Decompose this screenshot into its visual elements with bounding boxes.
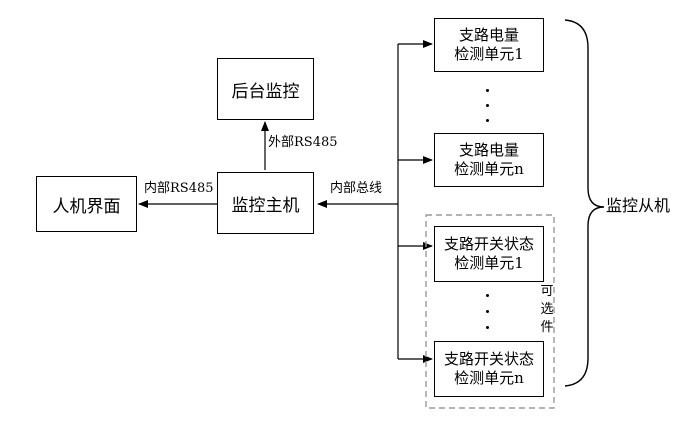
ellipsis-dot: [486, 89, 489, 92]
internal-bus-label: 内部总线: [330, 181, 383, 196]
external-rs485-label: 外部RS485: [268, 135, 338, 150]
unit-switch-1-line2: 检测单元1: [454, 254, 524, 272]
unit-power-n-line2: 检测单元n: [454, 160, 524, 178]
hmi-label: 人机界面: [52, 196, 121, 217]
optional-char: 件: [540, 320, 554, 335]
monitor-host-label: 监控主机: [231, 195, 300, 216]
unit-switch-1: 支路开关状态 检测单元1: [434, 226, 544, 282]
slave-group-label: 监控从机: [606, 196, 671, 215]
ellipsis-dot: [486, 294, 489, 297]
ellipsis-dot: [486, 104, 489, 107]
ellipsis-dot: [486, 119, 489, 122]
optional-char: 可: [540, 284, 554, 299]
unit-power-1-line1: 支路电量: [458, 26, 519, 44]
monitor-host-node: 监控主机: [217, 172, 314, 234]
unit-power-1-line2: 检测单元1: [454, 45, 524, 63]
unit-switch-n-line1: 支路开关状态: [443, 350, 534, 368]
optional-char: 选: [540, 302, 554, 317]
unit-switch-n-line2: 检测单元n: [454, 369, 524, 387]
hmi-node: 人机界面: [36, 176, 137, 232]
backend-monitor-label: 后台监控: [231, 81, 300, 102]
unit-power-n: 支路电量 检测单元n: [434, 133, 544, 187]
backend-monitor-node: 后台监控: [217, 58, 314, 120]
unit-switch-1-line1: 支路开关状态: [443, 235, 534, 253]
group-brace: [564, 19, 605, 387]
internal-rs485-label: 内部RS485: [144, 181, 214, 196]
optional-dashed-box: [425, 214, 555, 409]
ellipsis-dot: [486, 326, 489, 329]
ellipsis-dot: [486, 310, 489, 313]
unit-switch-n: 支路开关状态 检测单元n: [434, 341, 544, 397]
optional-label: 可 选 件: [540, 283, 554, 337]
unit-power-n-line1: 支路电量: [458, 141, 519, 159]
unit-power-1: 支路电量 检测单元1: [434, 18, 544, 72]
